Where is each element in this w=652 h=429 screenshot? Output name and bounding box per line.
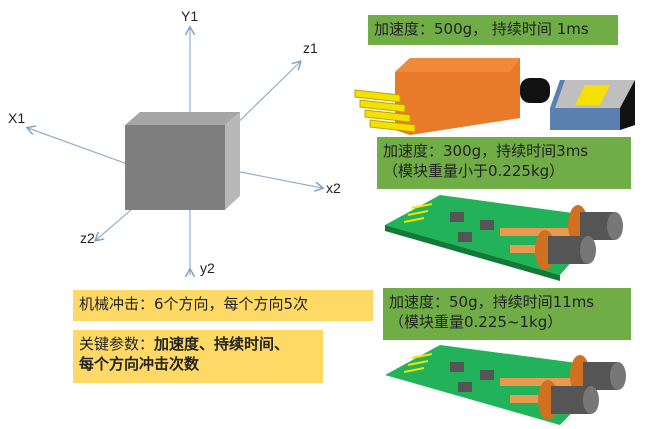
cube (125, 112, 240, 210)
axis-label-y1: Y1 (181, 8, 199, 24)
axis-label-x1: X1 (8, 110, 26, 126)
spec-300g: 加速度：300g，持续时间3ms （模块重量小于0.225kg） (377, 137, 631, 189)
spec-500g: 加速度：500g， 持续时间 1ms (368, 15, 618, 45)
spec-300g-line1: 加速度：300g，持续时间3ms (383, 142, 589, 160)
key-params-note: 关键参数：加速度、持续时间、 每个方向冲击次数 (73, 330, 323, 383)
x-axis (28, 128, 131, 166)
axis-label-z1: z1 (303, 40, 318, 56)
spec-50g-line1: 加速度：50g，持续时间11ms (389, 293, 595, 311)
spec-500g-text: 加速度：500g， 持续时间 1ms (374, 20, 589, 38)
pcb-illustration-2 (385, 345, 626, 425)
connector-illustration (354, 58, 635, 135)
axis-label-y2: y2 (200, 260, 215, 276)
axis-label-z2: z2 (80, 230, 95, 246)
shock-note: 机械冲击：6个方向，每个方向5次 (73, 290, 373, 321)
spec-300g-line2: （模块重量小于0.225kg） (383, 162, 565, 180)
spec-50g: 加速度：50g，持续时间11ms （模块重量0.225~1kg） (383, 288, 631, 340)
shock-note-text: 机械冲击：6个方向，每个方向5次 (79, 295, 309, 313)
key-params-prefix: 关键参数： (79, 335, 155, 353)
key-params-bold1: 加速度、持续时间、 (154, 335, 290, 353)
key-params-bold2: 每个方向冲击次数 (79, 355, 200, 373)
pcb-illustration-1 (385, 195, 623, 281)
spec-50g-line2: （模块重量0.225~1kg） (389, 313, 563, 331)
axis-label-x2: x2 (326, 180, 341, 196)
